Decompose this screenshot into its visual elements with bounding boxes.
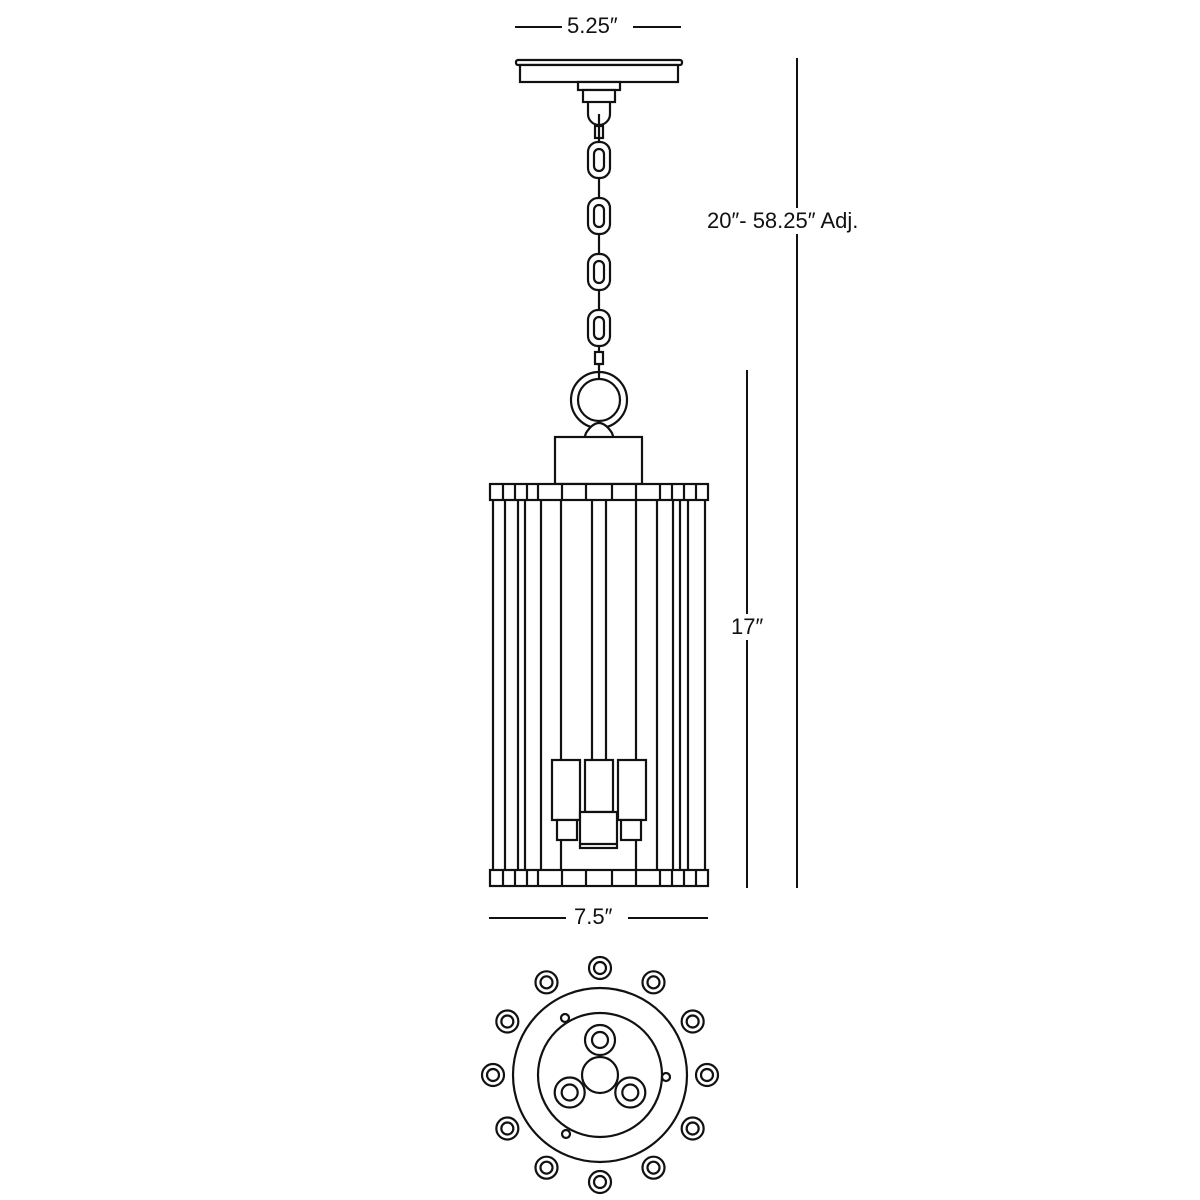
chain bbox=[586, 114, 612, 380]
bar-end-inner bbox=[539, 1160, 554, 1175]
socket-inner bbox=[590, 1030, 610, 1050]
bottom-view bbox=[480, 955, 720, 1195]
bar-end-inner bbox=[500, 1014, 515, 1029]
chain-link bbox=[586, 140, 612, 180]
cage-band bbox=[488, 482, 710, 502]
bar-end-circle bbox=[495, 1009, 520, 1034]
canopy bbox=[514, 58, 684, 127]
bar-end-circle bbox=[480, 1062, 506, 1088]
overall-height-label: 20″- 58.25″ Adj. bbox=[704, 208, 862, 234]
socket-circle bbox=[583, 1023, 617, 1057]
chain-link bbox=[593, 350, 605, 366]
bar-end-inner bbox=[485, 1067, 501, 1083]
screw bbox=[559, 1012, 571, 1024]
bar-end-inner bbox=[500, 1121, 515, 1136]
bar-end-circle bbox=[534, 970, 559, 995]
bar-end-inner bbox=[539, 975, 554, 990]
chain-link bbox=[586, 252, 612, 292]
socket-inner bbox=[621, 1083, 640, 1102]
center-rod bbox=[590, 499, 608, 762]
chain-link bbox=[586, 308, 612, 348]
bar-end-circle bbox=[641, 970, 666, 995]
canopy-width-label: 5.25″ bbox=[564, 13, 621, 39]
bar-end-inner bbox=[592, 1174, 608, 1190]
bar-end-inner bbox=[685, 1121, 700, 1136]
body-height-label: 17″ bbox=[728, 614, 767, 640]
bar-end-circle bbox=[680, 1116, 705, 1141]
bar-end-circle bbox=[534, 1155, 559, 1180]
socket-circle bbox=[553, 1076, 586, 1109]
chain-link bbox=[586, 196, 612, 236]
cage-bands bbox=[488, 482, 710, 888]
bar-end-inner bbox=[699, 1067, 715, 1083]
screw bbox=[560, 1128, 572, 1140]
bar-end-inner bbox=[592, 960, 608, 976]
body-width-label: 7.5″ bbox=[571, 904, 616, 930]
chain-link-inner bbox=[592, 315, 606, 341]
chain-link-inner bbox=[592, 259, 606, 285]
bar-end-inner bbox=[685, 1014, 700, 1029]
bar-end-circle bbox=[495, 1116, 520, 1141]
top-cap bbox=[553, 435, 644, 486]
bar-end-circle bbox=[641, 1155, 666, 1180]
screw bbox=[660, 1071, 672, 1083]
bar-end-circle bbox=[694, 1062, 720, 1088]
hanging-ring bbox=[569, 370, 629, 441]
bar-end-circle bbox=[587, 1169, 613, 1195]
hub-circle bbox=[580, 1055, 620, 1095]
socket-circle bbox=[614, 1076, 647, 1109]
candle-sockets bbox=[550, 758, 648, 850]
bar-end-circle bbox=[680, 1009, 705, 1034]
bar-end-circle bbox=[587, 955, 613, 981]
bar-end-inner bbox=[646, 1160, 661, 1175]
socket-inner bbox=[560, 1083, 579, 1102]
cage-band bbox=[488, 868, 710, 888]
bar-end-inner bbox=[646, 975, 661, 990]
chain-link-inner bbox=[592, 147, 606, 173]
chain-link-inner bbox=[592, 203, 606, 229]
